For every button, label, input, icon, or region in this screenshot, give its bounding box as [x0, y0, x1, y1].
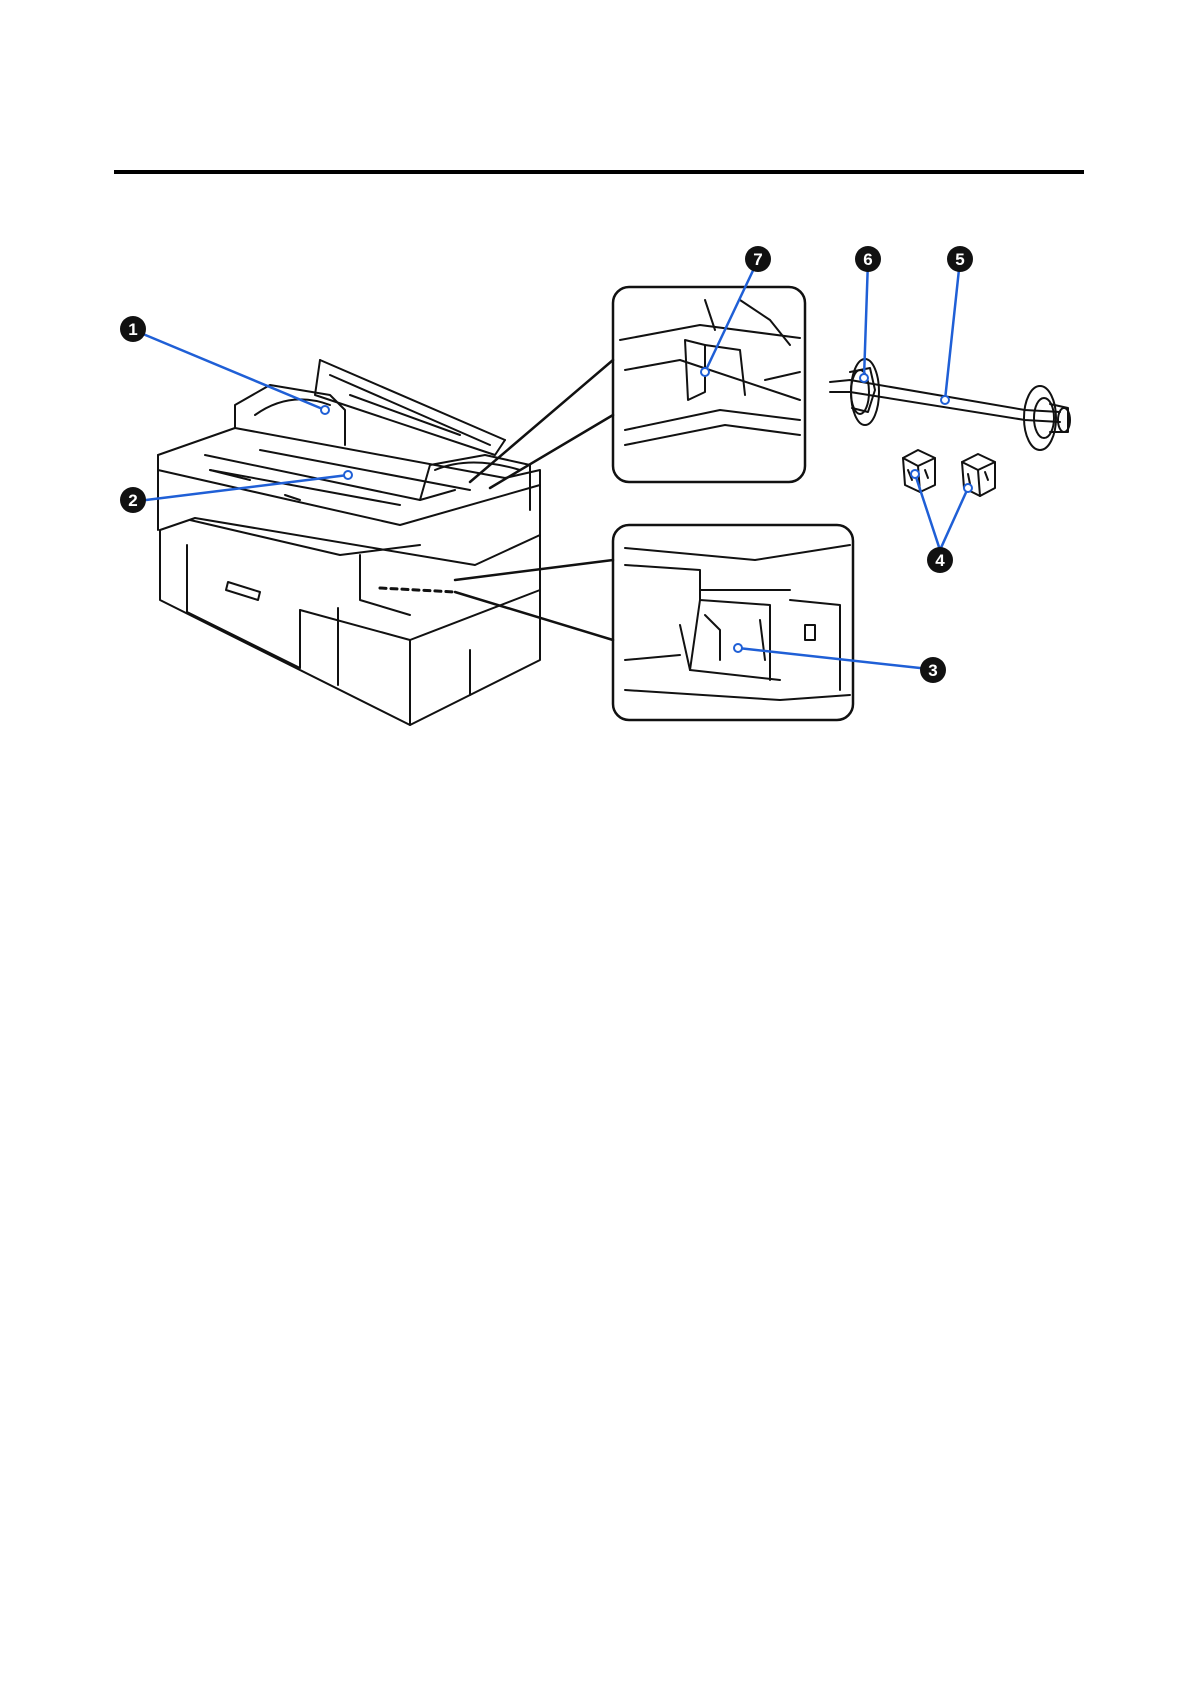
callout-2: 2	[120, 487, 146, 513]
callout-7-label: 7	[753, 250, 762, 269]
inset-detail-cutter-slot	[380, 525, 853, 720]
leader-line-4	[915, 474, 968, 550]
spindle-illustration	[830, 359, 1070, 450]
leader-dot-4a	[911, 470, 919, 478]
leader-lines	[143, 260, 968, 668]
callout-3-label: 3	[928, 661, 937, 680]
callout-6-label: 6	[863, 250, 872, 269]
callout-5: 5	[947, 246, 973, 272]
callout-5-label: 5	[955, 250, 964, 269]
callout-3: 3	[920, 657, 946, 683]
callout-7: 7	[745, 246, 771, 272]
leader-line-5	[945, 260, 960, 400]
inset-detail-paper-guide	[470, 287, 805, 488]
leader-dot-1	[321, 406, 329, 414]
leader-dot-5	[941, 396, 949, 404]
callout-2-label: 2	[128, 491, 137, 510]
printer-illustration	[158, 360, 540, 725]
leader-dot-3	[734, 644, 742, 652]
callout-1: 1	[120, 316, 146, 342]
leader-line-7	[705, 260, 758, 372]
leader-dot-6	[860, 374, 868, 382]
leader-dot-2	[344, 471, 352, 479]
callout-4-label: 4	[935, 551, 945, 570]
leader-dot-7	[701, 368, 709, 376]
callout-6: 6	[855, 246, 881, 272]
callout-1-label: 1	[128, 320, 137, 339]
leader-dot-4b	[964, 484, 972, 492]
leader-line-1	[143, 334, 325, 410]
callout-4: 4	[927, 547, 953, 573]
